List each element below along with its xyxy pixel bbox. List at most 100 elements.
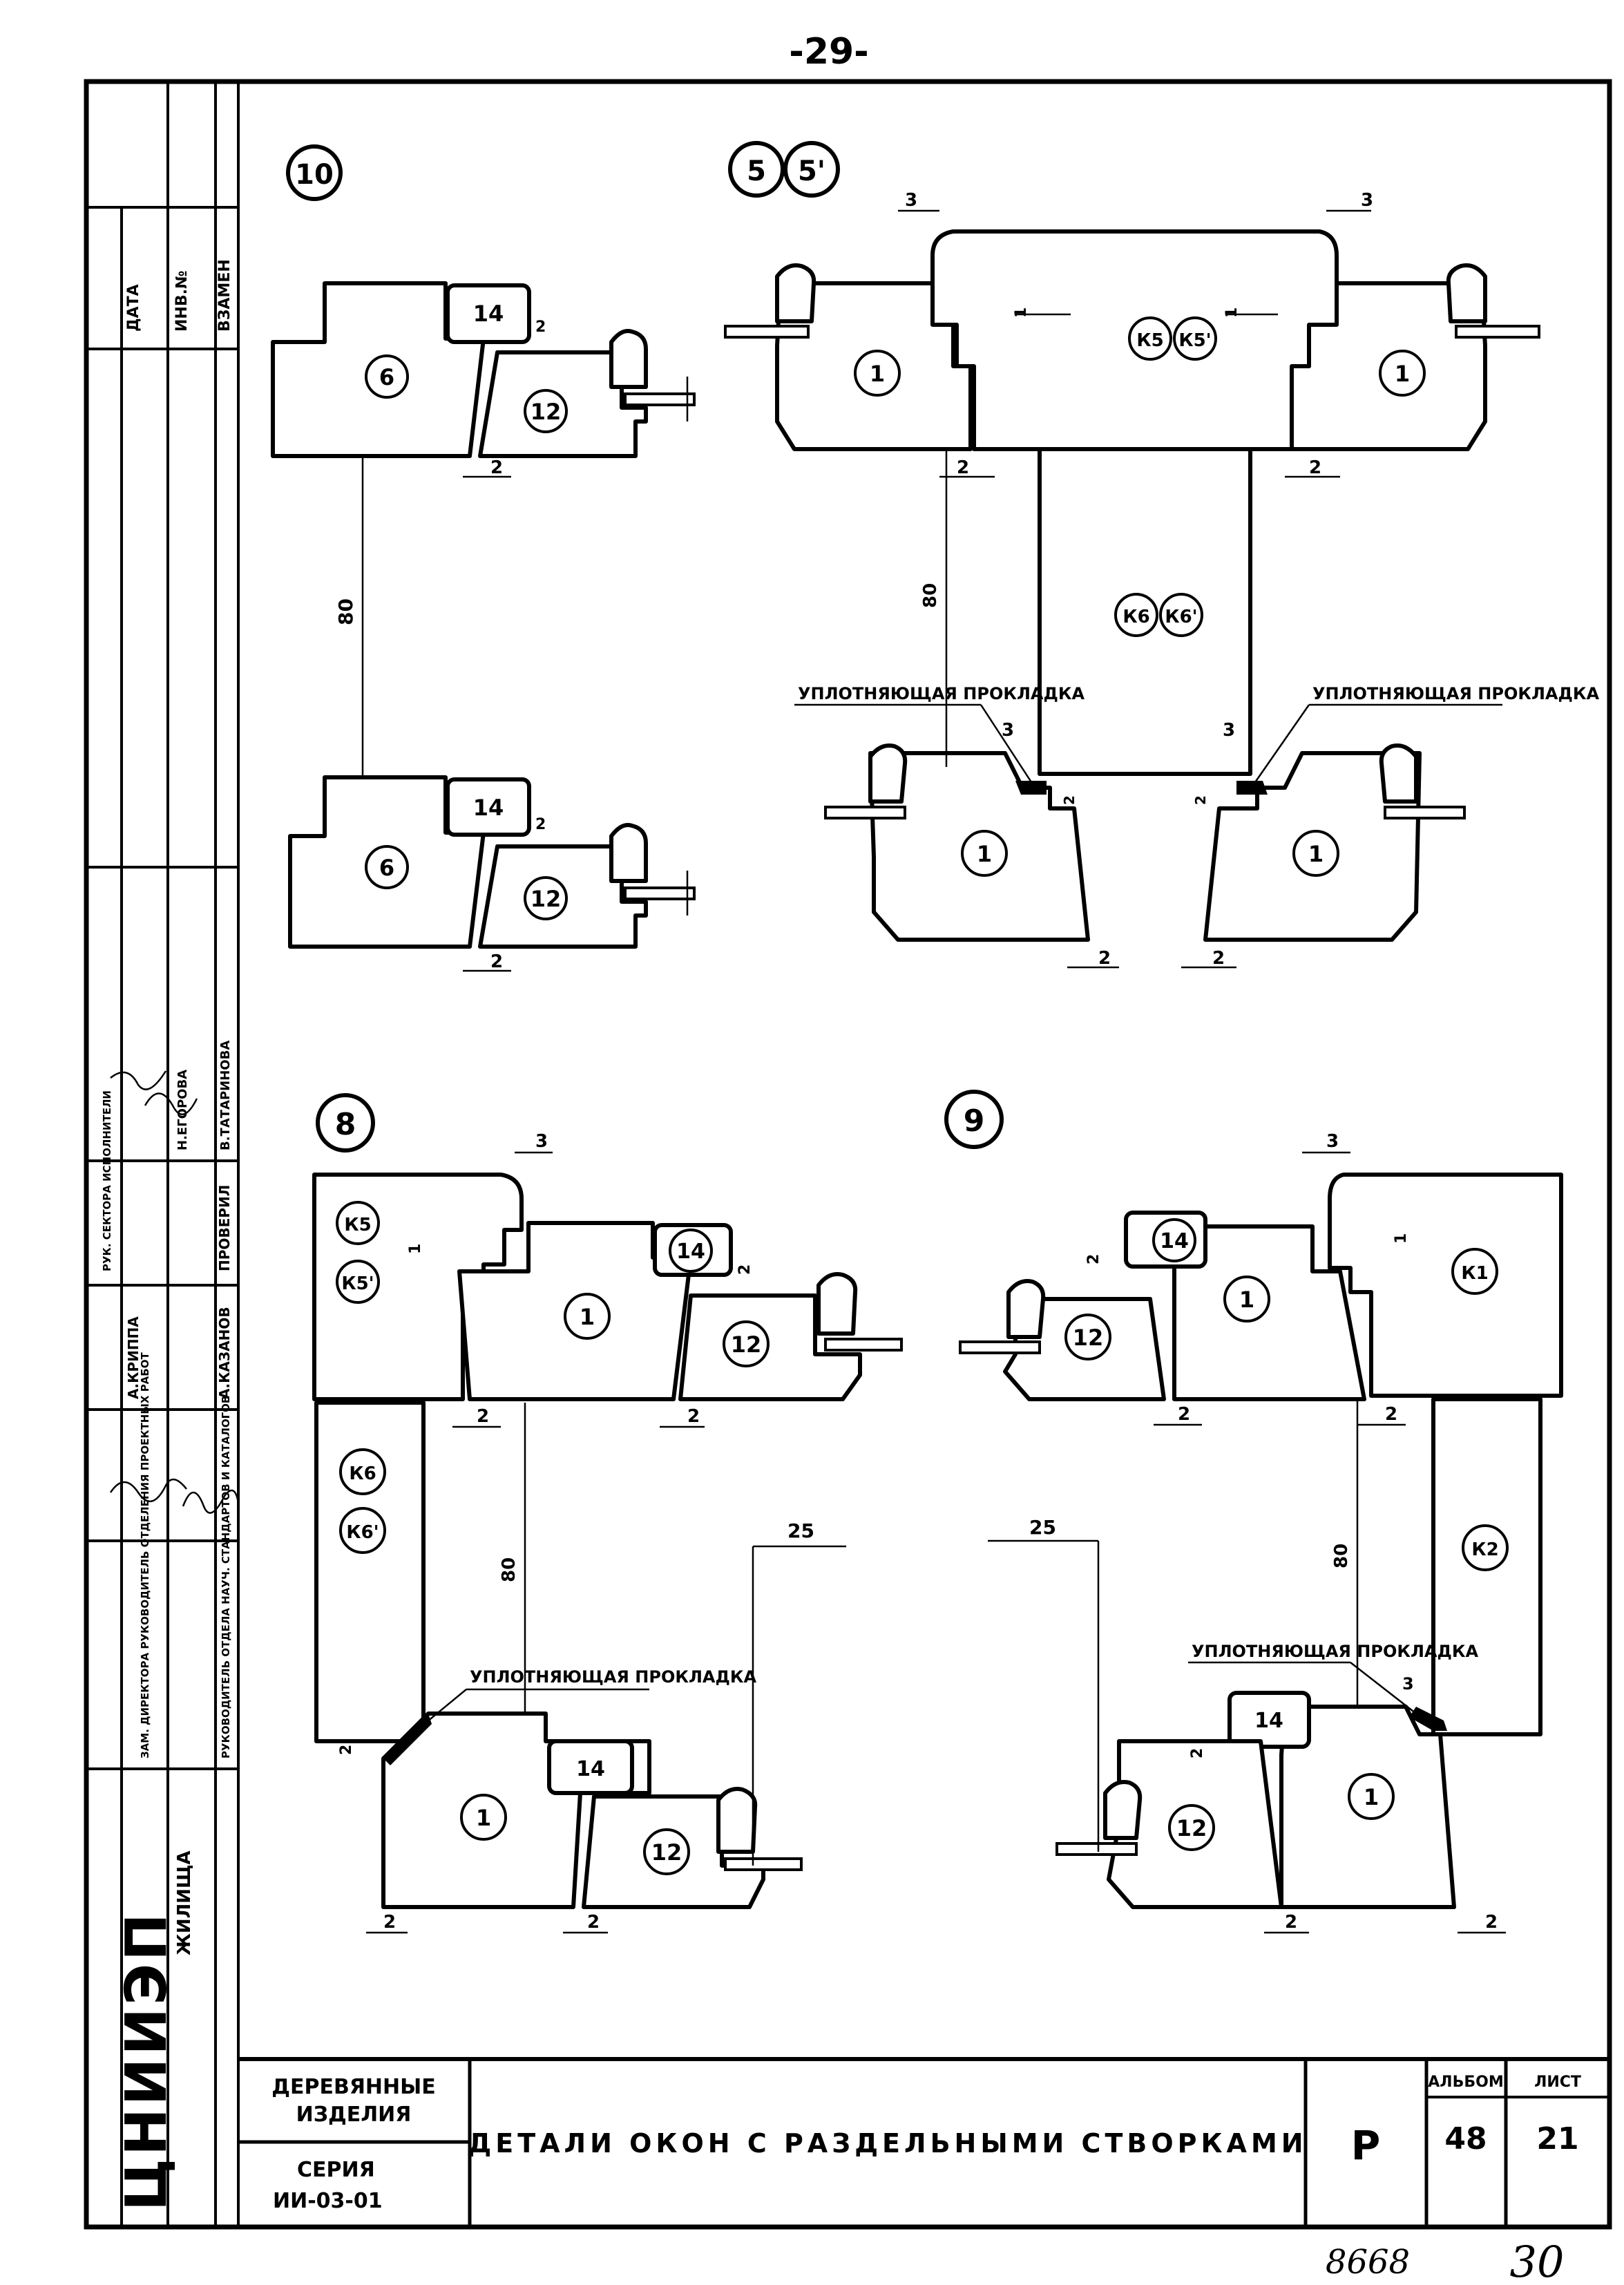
d8-label-k5: К5 bbox=[344, 1215, 371, 1235]
d10-dim-2-d: 2 bbox=[535, 816, 546, 833]
d8-dim-2-b: 2 bbox=[687, 1406, 700, 1427]
d8-label-k5p: К5' bbox=[341, 1273, 374, 1294]
d5-label-1-b: 1 bbox=[1395, 361, 1410, 387]
d8-dim-2-a: 2 bbox=[477, 1406, 489, 1427]
d5-sash-right-bottom bbox=[1203, 751, 1422, 942]
d5-sash-left-bottom bbox=[868, 751, 1090, 942]
d10-label-6-bottom: 6 bbox=[379, 855, 394, 881]
detail-9-number: 9 bbox=[964, 1103, 985, 1139]
d9-dim-2-c: 2 bbox=[1385, 1404, 1397, 1425]
d5-dim-2-f: 2 bbox=[1212, 948, 1225, 969]
d5-gasket-right bbox=[1236, 781, 1268, 795]
d5-mullion-head bbox=[930, 229, 1339, 451]
d5-glass-left bbox=[724, 325, 810, 339]
detail-5: 5 5' 1 1 К5 К5' К6 К6' 1 bbox=[724, 141, 1599, 969]
detail-5p-number: 5' bbox=[798, 155, 825, 187]
d5-note-right: УПЛОТНЯЮЩАЯ ПРОКЛАДКА bbox=[1312, 684, 1599, 703]
d10-dim-2-c: 2 bbox=[490, 951, 503, 972]
stamp-name-krippa: А.КРИППА bbox=[125, 1316, 142, 1399]
detail-8-marker bbox=[316, 1093, 375, 1153]
d8-dim-3: 3 bbox=[535, 1131, 548, 1152]
d9-mullion-head bbox=[1328, 1173, 1563, 1398]
d8-label-1-bottom: 1 bbox=[476, 1805, 491, 1831]
d8-label-12-bottom: 12 bbox=[651, 1839, 682, 1866]
d5-gasket-left bbox=[1015, 781, 1047, 795]
detail-8-number: 8 bbox=[335, 1107, 356, 1142]
d5-dim-2-c: 2 bbox=[1061, 795, 1078, 805]
d9-dim-80: 80 bbox=[1331, 1544, 1352, 1568]
d8-glass-bottom bbox=[724, 1857, 803, 1871]
stamp-name-egorova: Н.ЕГОРОВА bbox=[175, 1070, 190, 1150]
stamp-col-replace: ВЗАМЕН bbox=[216, 259, 233, 332]
d9-dim-2-a: 2 bbox=[1085, 1254, 1102, 1264]
d9-dim-1: 1 bbox=[1393, 1233, 1410, 1244]
d10-glass-bottom bbox=[624, 886, 696, 900]
d9-label-14-bottom: 14 bbox=[1254, 1709, 1283, 1733]
d5-dim-2-e: 2 bbox=[1098, 948, 1111, 969]
stage: Р bbox=[1351, 2122, 1381, 2169]
d5-label-k5: К5 bbox=[1136, 330, 1163, 351]
d9-sash-bottom bbox=[1279, 1705, 1456, 1909]
title-block: ДЕРЕВЯННЫЕ ИЗДЕЛИЯ СЕРИЯ ИИ-03-01 ДЕТАЛИ… bbox=[238, 2057, 1609, 2227]
stamp-col-inv: ИНВ.№ bbox=[173, 271, 191, 332]
d9-label-k1: К1 bbox=[1461, 1263, 1488, 1284]
detail-5p-marker bbox=[783, 141, 840, 198]
d9-dim-2-b: 2 bbox=[1178, 1404, 1190, 1425]
d5-label-1-d: 1 bbox=[1308, 841, 1324, 867]
signature-4 bbox=[144, 1092, 198, 1116]
stamp-role-standards: РУКОВОДИТЕЛЬ ОТДЕЛА НАУЧ. СТАНДАРТОВ И К… bbox=[220, 1396, 232, 1758]
d8-dim-2-f: 2 bbox=[587, 1912, 600, 1933]
d10-label-12-top: 12 bbox=[531, 399, 562, 425]
detail-10-marker bbox=[286, 144, 343, 201]
d8-dim-80: 80 bbox=[499, 1557, 519, 1582]
stamp-name-kazanov: А.КАЗАНОВ bbox=[216, 1307, 233, 1399]
d5-glass-right-bottom bbox=[1384, 806, 1466, 819]
sheet-label: ЛИСТ bbox=[1534, 2074, 1581, 2091]
d9-gasket bbox=[1409, 1707, 1447, 1731]
stamp-role-sector: РУК. СЕКТОРА ИСПОЛНИТЕЛИ bbox=[101, 1090, 113, 1271]
d5-dim-2-a: 2 bbox=[957, 457, 969, 478]
d5-label-k6: К6 bbox=[1123, 607, 1149, 627]
d8-label-14: 14 bbox=[676, 1240, 705, 1264]
d9-dim-2-d: 2 bbox=[1189, 1748, 1206, 1758]
d5-dim-3-b: 3 bbox=[1361, 190, 1373, 211]
d5-note-left: УПЛОТНЯЮЩАЯ ПРОКЛАДКА bbox=[798, 684, 1085, 703]
d9-note: УПЛОТНЯЮЩАЯ ПРОКЛАДКА bbox=[1192, 1642, 1478, 1661]
d8-dim-2-c: 2 bbox=[736, 1264, 754, 1275]
d10-dim-2-a: 2 bbox=[490, 457, 503, 478]
d10-label-14-bottom: 14 bbox=[473, 795, 504, 821]
d8-gasket bbox=[383, 1714, 432, 1765]
d10-bead-top bbox=[609, 329, 648, 389]
d10-dim-80: 80 bbox=[334, 598, 357, 625]
album-label: АЛЬБОМ bbox=[1428, 2074, 1503, 2091]
d9-label-k2: К2 bbox=[1471, 1539, 1498, 1560]
d8-label-k6p: К6' bbox=[346, 1522, 379, 1543]
d9-label-12-bottom: 12 bbox=[1176, 1815, 1207, 1841]
d9-bead bbox=[1006, 1279, 1046, 1339]
d9-glass-bottom bbox=[1055, 1842, 1138, 1856]
detail-5-marker bbox=[728, 141, 785, 198]
d9-label-1: 1 bbox=[1239, 1287, 1254, 1313]
d9-bead-bottom bbox=[1103, 1780, 1143, 1840]
d8-glass bbox=[824, 1338, 903, 1352]
d5-bead-right-bottom bbox=[1379, 743, 1418, 804]
handwritten-number: 8668 bbox=[1326, 2243, 1410, 2282]
album-value: 48 bbox=[1444, 2121, 1487, 2156]
d10-block-14-top bbox=[446, 283, 531, 344]
stamp-name-tatarinova: В.ТАТАРИНОВА bbox=[218, 1041, 233, 1150]
handwritten-sheet: 30 bbox=[1510, 2237, 1565, 2285]
sheet-frame bbox=[84, 79, 1612, 2230]
org-suffix: ЖИЛИЩА bbox=[174, 1850, 195, 1955]
d10-label-14-top: 14 bbox=[473, 301, 504, 327]
d9-dim-2-f: 2 bbox=[1485, 1912, 1498, 1933]
stamp-col-date: ДАТА bbox=[125, 284, 142, 332]
d5-dim-3-d: 3 bbox=[1223, 720, 1235, 741]
d10-frame-bottom bbox=[288, 775, 486, 949]
d9-block-14-bottom bbox=[1227, 1691, 1311, 1749]
d8-bead-bottom bbox=[716, 1787, 758, 1854]
d9-sash-main bbox=[1145, 1224, 1366, 1401]
sheet-title: ДЕТАЛИ ОКОН С РАЗДЕЛЬНЫМИ СТВОРКАМИ bbox=[468, 2128, 1307, 2159]
d10-dim-2-b: 2 bbox=[535, 319, 546, 336]
d8-bead bbox=[816, 1272, 858, 1336]
